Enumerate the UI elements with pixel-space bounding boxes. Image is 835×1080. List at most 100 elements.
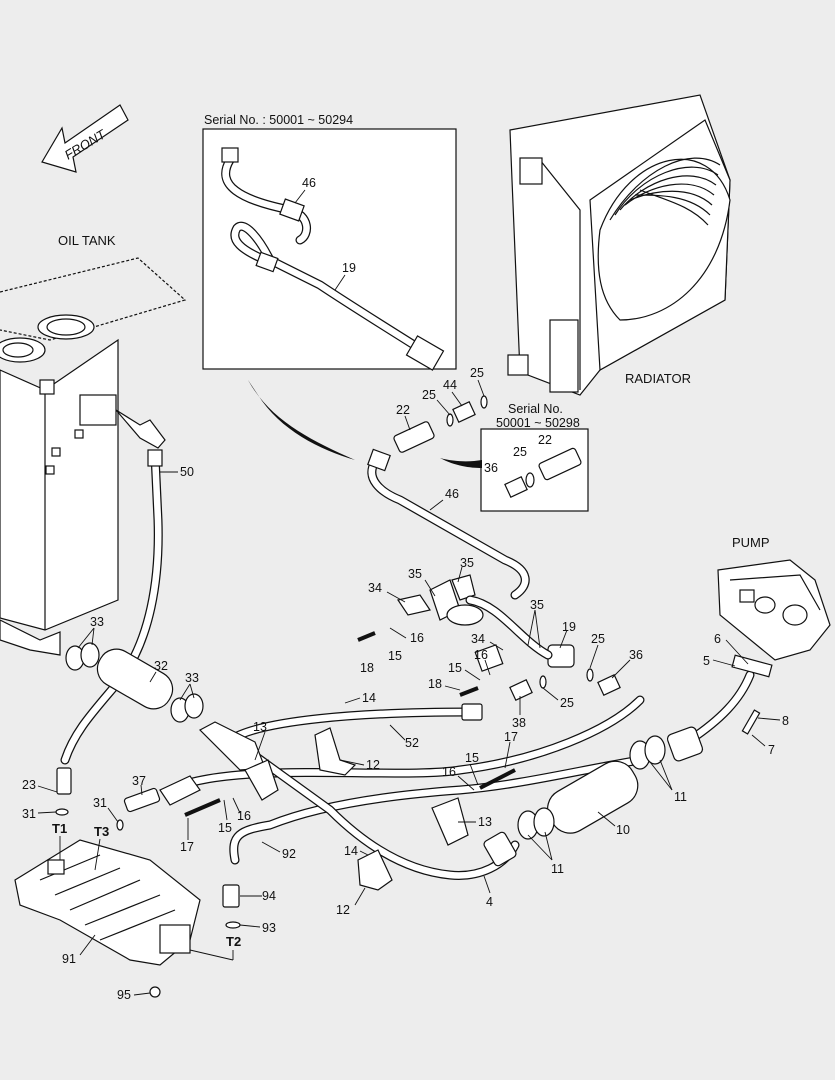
callout-13a: 13: [253, 720, 267, 734]
callout-19: 19: [562, 620, 576, 634]
callout-93: 93: [262, 921, 276, 935]
hose-46: [367, 448, 530, 600]
inset1-callout-19: 19: [342, 261, 356, 275]
callout-92: 92: [282, 847, 296, 861]
bolt-17b: [479, 768, 516, 790]
callout-44: 44: [443, 378, 457, 392]
fitting-37-hose: [159, 775, 201, 806]
callout-25d: 25: [560, 696, 574, 710]
callout-11b: 11: [551, 862, 564, 876]
bracket-13-lower: [431, 797, 469, 846]
callout-34b: 34: [471, 632, 485, 646]
pump: PUMP: [717, 535, 831, 661]
clamps-33: [65, 642, 204, 723]
fitting-37: [123, 787, 161, 813]
oil-tank-label: OIL TANK: [58, 233, 116, 248]
port-t1: T1: [52, 821, 67, 836]
hose-pump-suction: [165, 695, 645, 865]
callout-17a: 17: [504, 730, 518, 744]
oring-25b: [480, 395, 488, 409]
callout-14b: 14: [344, 844, 358, 858]
callout-32: 32: [154, 659, 168, 673]
inset1-pointer: [248, 380, 355, 460]
callout-18a: 18: [360, 661, 374, 675]
bracket-12-upper: [314, 727, 357, 776]
callouts: 25 44 25 22 46 50 35 34 35 16 15 18 35 1…: [22, 366, 789, 1002]
oring-31a: [55, 808, 69, 816]
callout-5: 5: [703, 654, 710, 668]
fitting-44: [452, 401, 476, 423]
control-valve-91: [14, 839, 201, 998]
elbow-5: [666, 654, 773, 762]
oring-93: [225, 921, 241, 929]
callout-52: 52: [405, 736, 419, 750]
callout-15d: 15: [218, 821, 232, 835]
inset2-pointer: [440, 458, 482, 468]
callout-33a: 33: [90, 615, 104, 629]
oring-25d: [586, 668, 594, 682]
callout-11a: 11: [674, 790, 687, 804]
hose-52: [225, 703, 483, 745]
front-arrow-icon: FRONT: [41, 104, 129, 173]
callout-4: 4: [486, 895, 493, 909]
callout-12b: 12: [336, 903, 350, 917]
bracket-12-lower: [357, 849, 393, 891]
inset2-callout-22: 22: [538, 433, 552, 447]
callout-7: 7: [768, 743, 775, 757]
callout-22: 22: [396, 403, 410, 417]
oring-25a: [446, 413, 454, 427]
fitting-38: [509, 679, 533, 701]
callout-33b: 33: [185, 671, 199, 685]
oil-tank: OIL TANK: [0, 233, 187, 656]
fitting-23: [56, 767, 72, 795]
callout-16a: 16: [410, 631, 424, 645]
callout-18b: 18: [428, 677, 442, 691]
inset2-serial-line2: 50001 ~ 50298: [496, 416, 580, 430]
callout-46: 46: [445, 487, 459, 501]
bracket-13-upper: [244, 759, 279, 801]
callout-31b: 31: [93, 796, 107, 810]
callout-6: 6: [714, 632, 721, 646]
callout-34a: 34: [368, 581, 382, 595]
inset-serial-50294: Serial No. : 50001 ~ 50294 46 19: [202, 113, 457, 371]
callout-8: 8: [782, 714, 789, 728]
inset2-serial-line1: Serial No.: [508, 402, 563, 416]
port-t3: T3: [94, 824, 109, 839]
tube-32: [96, 648, 174, 710]
callout-91: 91: [62, 952, 76, 966]
callout-15a: 15: [388, 649, 402, 663]
fitting-94: [222, 884, 240, 908]
bolt-18: [357, 631, 376, 642]
callout-95: 95: [117, 988, 131, 1002]
callout-35c: 35: [530, 598, 544, 612]
callout-14a: 14: [362, 691, 376, 705]
callout-25c: 25: [591, 632, 605, 646]
callout-94: 94: [262, 889, 276, 903]
inset-serial-50298: Serial No. 50001 ~ 50298 22 25 36: [480, 402, 589, 512]
callout-38: 38: [512, 716, 526, 730]
callout-10: 10: [616, 823, 630, 837]
oring-31b: [116, 819, 124, 831]
radiator: RADIATOR: [507, 94, 731, 396]
callout-25a: 25: [422, 388, 436, 402]
check-valve-22: [393, 421, 435, 453]
inset2-callout-36: 36: [484, 461, 498, 475]
callout-25b: 25: [470, 366, 484, 380]
callout-15c: 15: [465, 751, 479, 765]
port-t2: T2: [226, 934, 241, 949]
callout-13b: 13: [478, 815, 492, 829]
callout-12a: 12: [366, 758, 380, 772]
inset1-callout-46: 46: [302, 176, 316, 190]
bolt-17: [184, 798, 221, 817]
tube-4: [199, 721, 520, 880]
radiator-label: RADIATOR: [625, 371, 691, 386]
port-labels: T1 T3 T2: [52, 821, 241, 961]
callout-23: 23: [22, 778, 36, 792]
inset1-serial-label: Serial No. : 50001 ~ 50294: [204, 113, 353, 127]
callout-31a: 31: [22, 807, 36, 821]
callout-16d: 16: [237, 809, 251, 823]
callout-50: 50: [180, 465, 194, 479]
callout-37: 37: [132, 774, 146, 788]
callout-35a: 35: [408, 567, 422, 581]
inset2-callout-25: 25: [513, 445, 527, 459]
